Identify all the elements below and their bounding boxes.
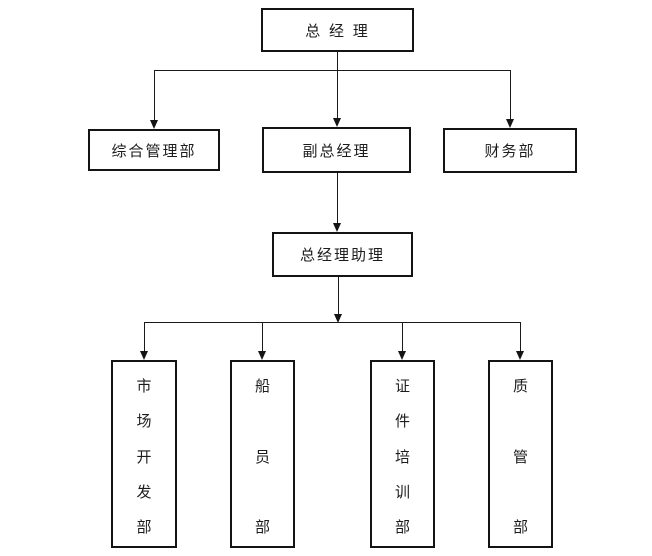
arrow-down-icon <box>150 120 158 129</box>
connector-drop-crew <box>262 322 263 352</box>
node-finance-dept: 财务部 <box>443 128 577 173</box>
node-general-manager: 总 经 理 <box>261 8 414 52</box>
connector-drop-certificate <box>402 322 403 352</box>
node-deputy-general-manager: 副总经理 <box>262 127 411 173</box>
arrow-down-icon <box>506 119 514 128</box>
node-gm-assistant: 总经理助理 <box>272 232 413 277</box>
node-general-manager-label: 总 经 理 <box>305 21 370 40</box>
vertical-label-char: 部 <box>136 518 152 536</box>
node-gm-assistant-label: 总经理助理 <box>299 246 385 264</box>
vertical-label-char: 员 <box>254 447 270 466</box>
connector-deputy-to-assistant <box>337 173 338 224</box>
connector-drop-quality <box>520 322 521 352</box>
vertical-label-char: 开 <box>136 447 152 466</box>
node-quality-management-dept: 质管部 <box>488 360 553 548</box>
arrow-down-icon <box>398 351 406 360</box>
connector-drop-finance <box>510 70 511 120</box>
vertical-label-char: 训 <box>394 482 410 501</box>
vertical-label-char: 培 <box>394 447 410 466</box>
connector-assistant-to-bus <box>338 277 339 315</box>
connector-drop-market <box>144 322 145 352</box>
connector-drop-admin <box>154 70 155 121</box>
vertical-label-char: 质 <box>512 377 528 395</box>
node-comprehensive-management-dept-label: 综合管理部 <box>111 141 197 160</box>
node-deputy-general-manager-label: 副总经理 <box>302 141 371 160</box>
arrow-down-icon <box>258 351 266 360</box>
arrow-down-icon <box>333 118 341 127</box>
vertical-label-char: 管 <box>512 447 528 466</box>
vertical-label-char: 发 <box>136 482 152 501</box>
arrow-down-icon <box>333 223 341 232</box>
vertical-label-char: 场 <box>136 412 152 431</box>
arrow-down-icon <box>334 314 342 323</box>
vertical-label-char: 件 <box>394 412 410 431</box>
vertical-label-char: 部 <box>512 518 528 536</box>
node-comprehensive-management-dept: 综合管理部 <box>88 129 220 171</box>
vertical-label-char: 证 <box>394 377 410 395</box>
node-market-development-dept: 市场开发部 <box>111 360 177 548</box>
connector-level2-bus <box>154 70 510 71</box>
connector-gm-to-deputy <box>337 52 338 120</box>
node-crew-dept: 船员部 <box>230 360 295 548</box>
vertical-label-char: 市 <box>136 377 152 395</box>
node-finance-dept-label: 财务部 <box>484 142 536 160</box>
vertical-label-char: 部 <box>254 518 270 536</box>
arrow-down-icon <box>140 351 148 360</box>
connector-level4-bus <box>144 322 520 323</box>
node-certificate-training-dept: 证件培训部 <box>370 360 435 548</box>
arrow-down-icon <box>516 351 524 360</box>
vertical-label-char: 船 <box>254 377 270 395</box>
vertical-label-char: 部 <box>394 518 410 536</box>
